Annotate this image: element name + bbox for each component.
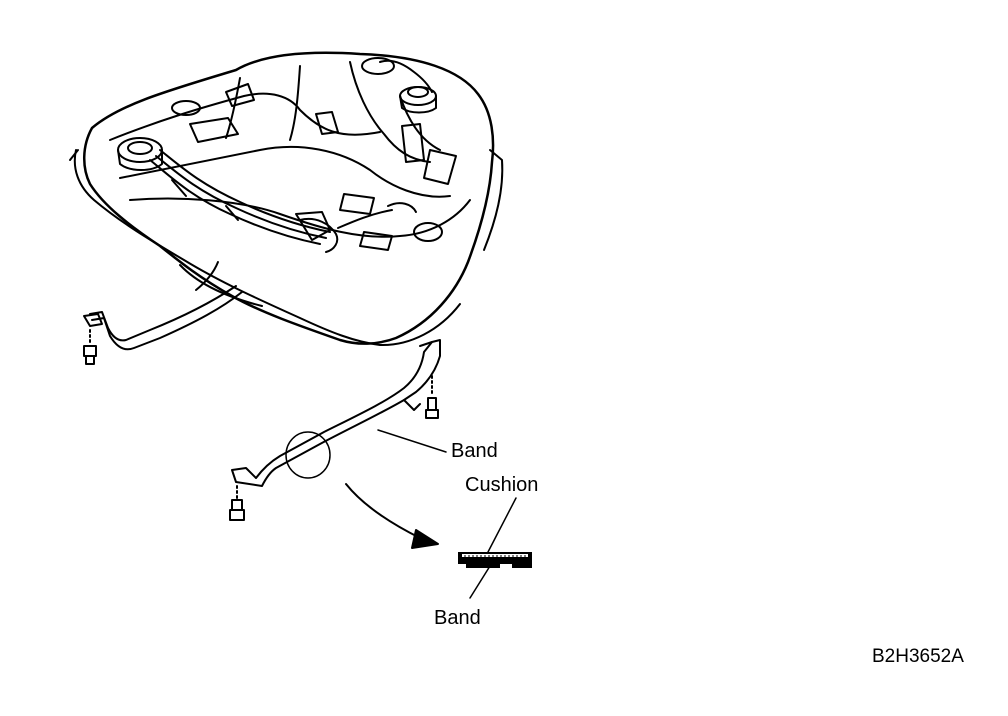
detail-arrow-head — [412, 530, 438, 548]
band-section-label: Band — [434, 607, 481, 629]
band-right — [232, 340, 440, 486]
band-leader-line — [378, 430, 446, 452]
fuel-tank — [70, 53, 502, 345]
cushion-label: Cushion — [465, 474, 539, 496]
band-label: Band — [451, 440, 498, 462]
figure-code: B2H3652A — [872, 646, 964, 667]
band-left — [84, 262, 242, 349]
bolt-right-upper — [426, 376, 438, 418]
band-lower-leader-line — [470, 566, 490, 598]
cushion-leader-line — [488, 498, 516, 552]
bolt-left — [84, 330, 96, 364]
detail-arrow — [346, 484, 420, 538]
bolt-right-lower — [230, 486, 244, 520]
band-cushion-section — [458, 552, 532, 568]
